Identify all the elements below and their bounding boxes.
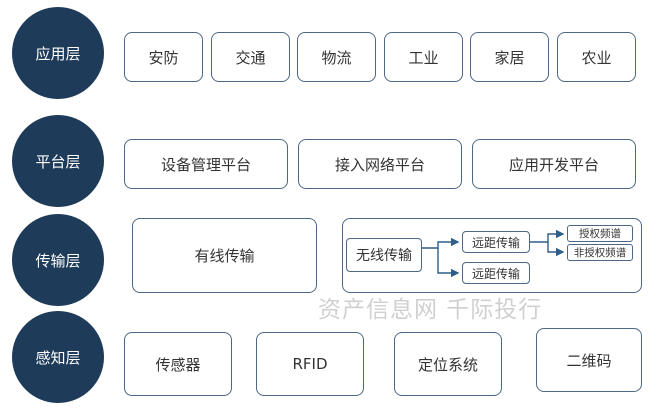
app-agriculture: 农业 xyxy=(557,32,636,82)
app-traffic: 交通 xyxy=(211,32,290,82)
layer-platform: 平台层 xyxy=(12,115,104,207)
arrow-to-unlicensed xyxy=(547,242,565,257)
app-industry: 工业 xyxy=(384,32,463,82)
arrow-to-long-range-1 xyxy=(422,237,460,249)
app-logistics: 物流 xyxy=(297,32,376,82)
platform-device-management: 设备管理平台 xyxy=(124,139,288,189)
platform-app-development: 应用开发平台 xyxy=(472,139,636,189)
arrow-to-licensed xyxy=(530,229,565,243)
licensed-spectrum: 授权频谱 xyxy=(567,225,633,242)
perception-qrcode: 二维码 xyxy=(536,328,642,392)
perception-sensor: 传感器 xyxy=(124,332,232,396)
transport-wireless: 无线传输 xyxy=(346,238,422,272)
layer-transport: 传输层 xyxy=(12,214,104,306)
perception-positioning: 定位系统 xyxy=(394,332,502,396)
app-security: 安防 xyxy=(124,32,203,82)
transport-wired: 有线传输 xyxy=(132,218,317,293)
wireless-long-range-2: 远距传输 xyxy=(462,262,530,284)
watermark: 资产信息网 千际投行 xyxy=(318,297,543,323)
layer-perception: 感知层 xyxy=(12,311,104,403)
wireless-long-range-1: 远距传输 xyxy=(462,231,530,253)
app-home: 家居 xyxy=(470,32,549,82)
layer-application: 应用层 xyxy=(12,7,104,99)
platform-access-network: 接入网络平台 xyxy=(298,139,462,189)
arrow-to-long-range-2 xyxy=(437,248,460,278)
unlicensed-spectrum: 非授权频谱 xyxy=(567,244,633,261)
perception-rfid: RFID xyxy=(256,332,364,396)
